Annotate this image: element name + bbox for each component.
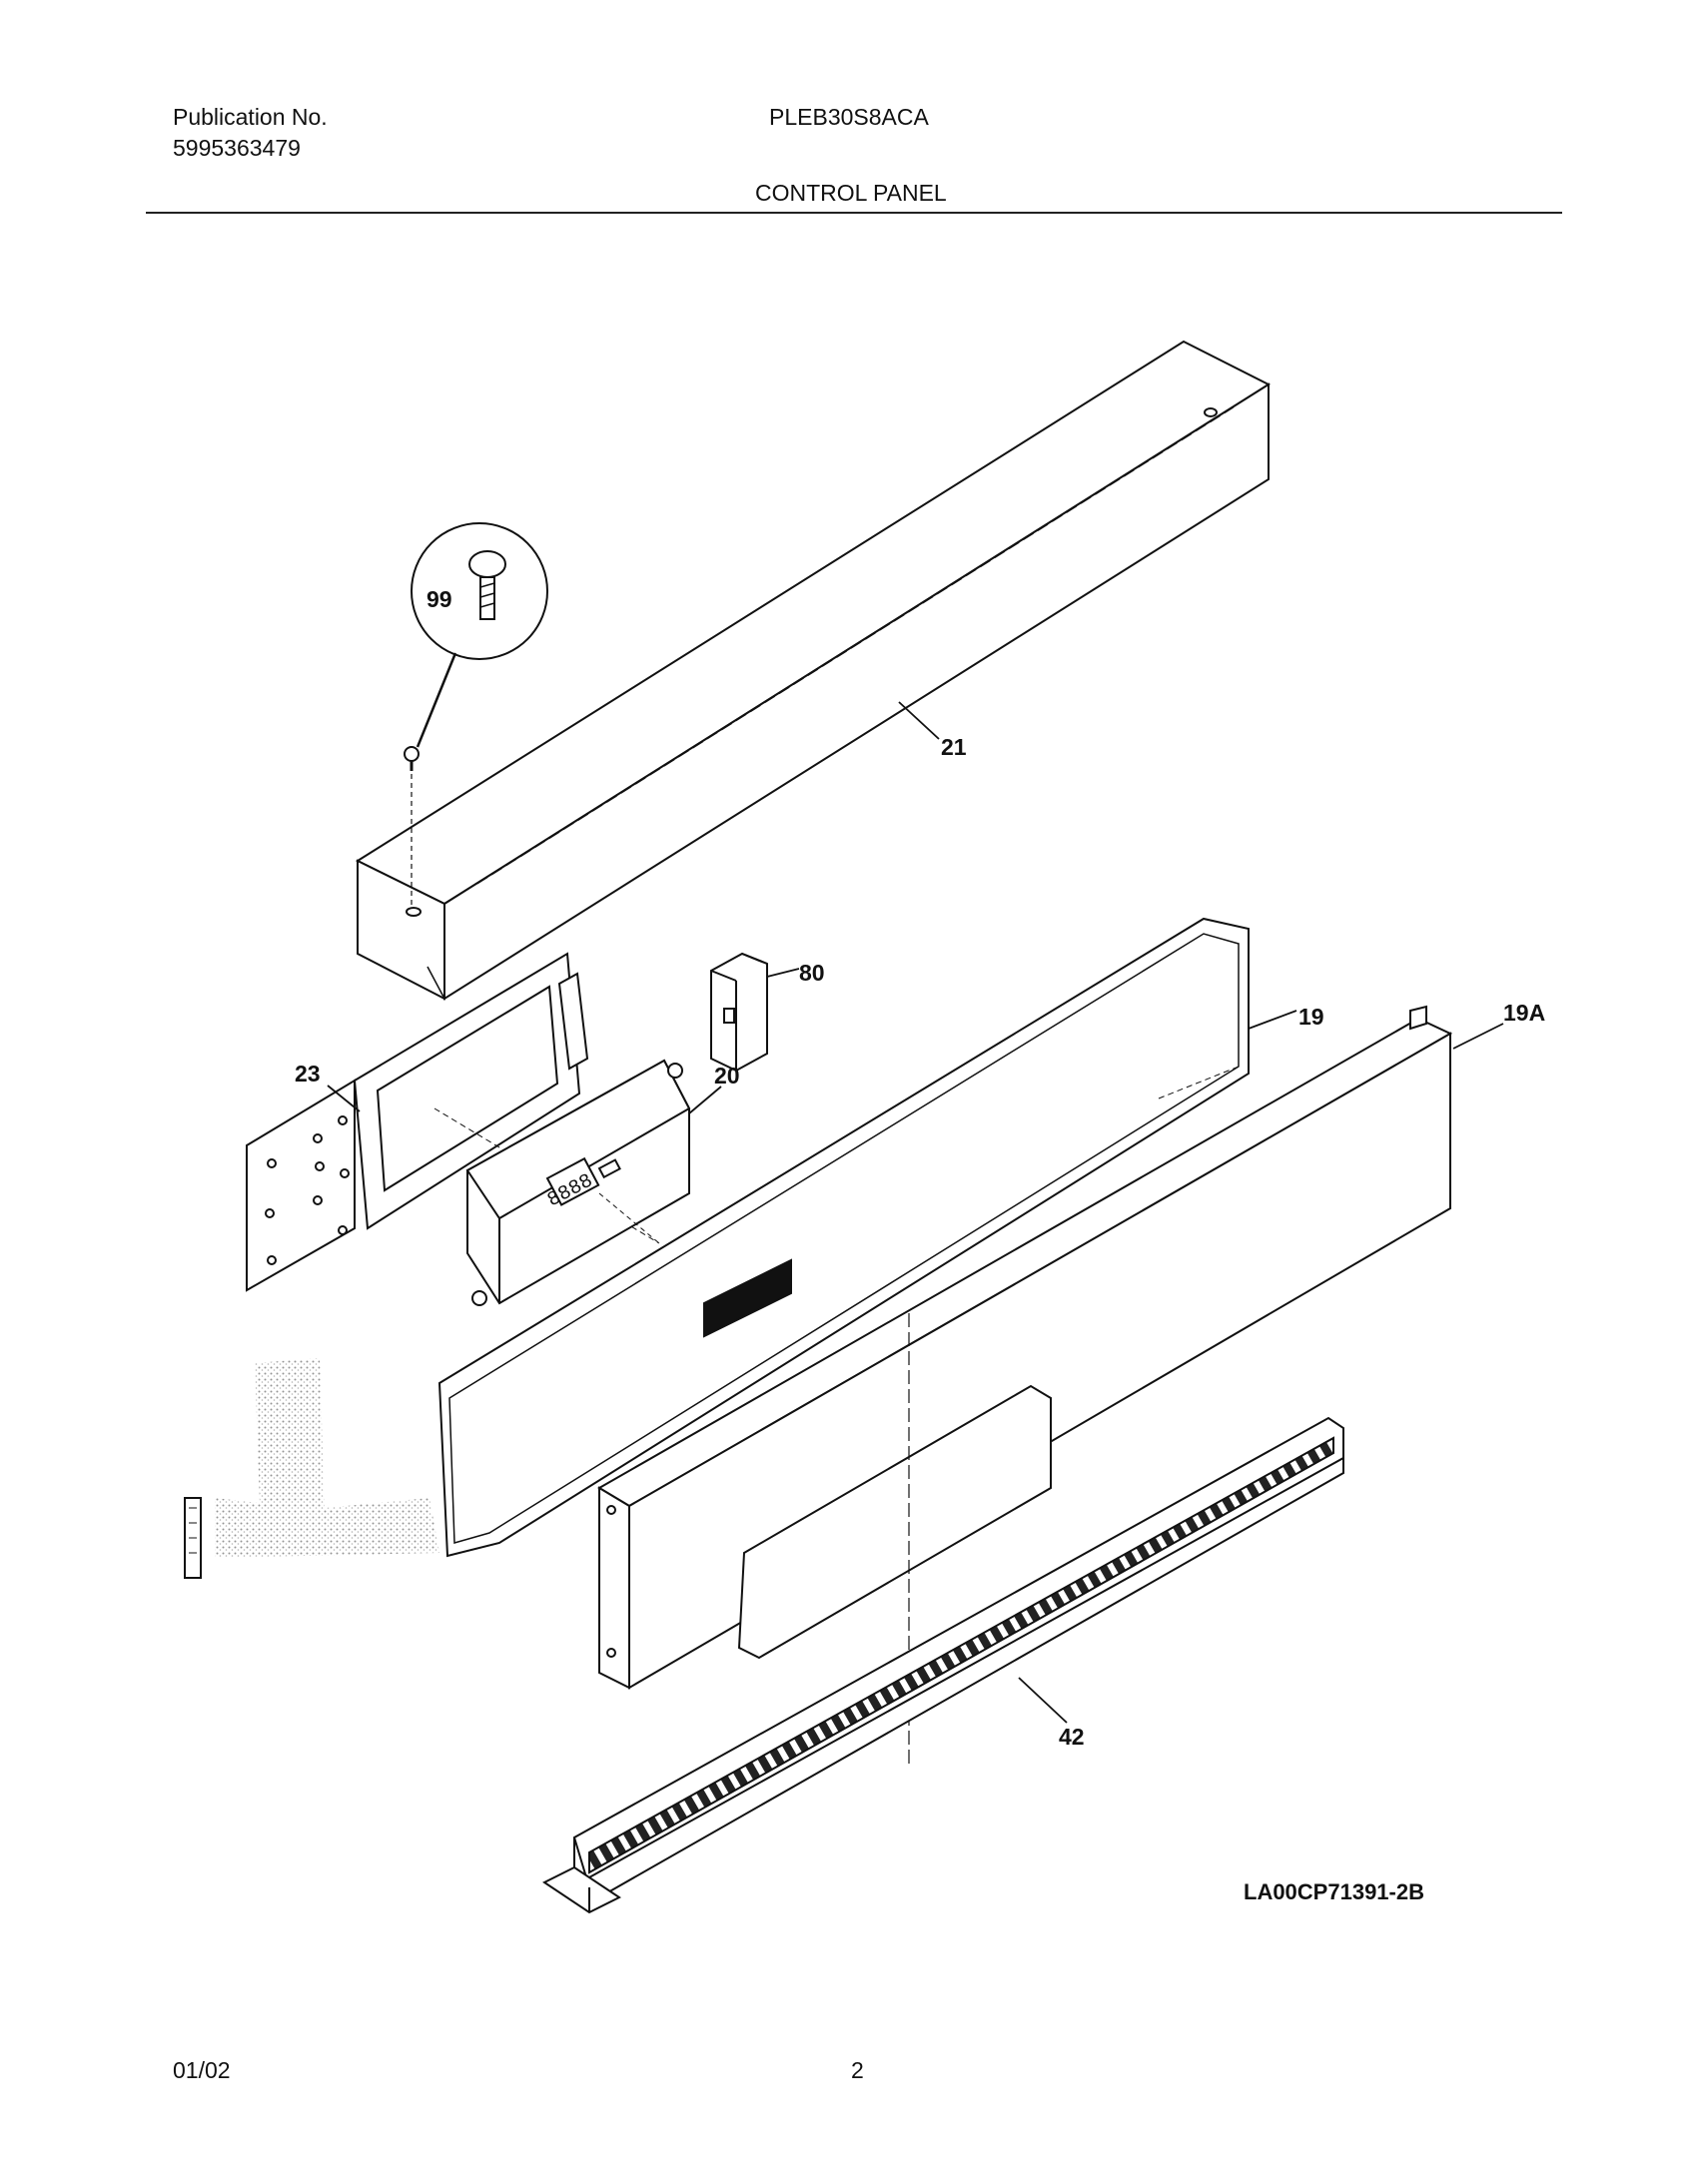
header-divider (146, 212, 1562, 214)
screw-part-99 (404, 522, 548, 771)
callout-19: 19 (1298, 1004, 1324, 1030)
model-number: PLEB30S8ACA (769, 104, 929, 130)
leader-lines (327, 701, 1504, 1724)
callout-99: 99 (427, 586, 452, 612)
callout-19a: 19A (1503, 1000, 1545, 1026)
page-number: 2 (851, 2057, 864, 2083)
callout-42: 42 (1059, 1724, 1085, 1750)
publication-label: Publication No. (173, 104, 328, 130)
frame-panel-part-19 (437, 917, 1250, 1558)
drawing-code: LA00CP71391-2B (1244, 1879, 1424, 1904)
clock-board-part-20: 8888 (465, 1059, 691, 1306)
bracket-part-23 (246, 952, 660, 1292)
backguard-part-21 (355, 340, 1272, 1001)
trim-rail-part-42 (542, 1416, 1344, 1914)
part-80-block (710, 952, 768, 1073)
callout-20: 20 (714, 1063, 740, 1089)
control-panel-part-19a (597, 1005, 1453, 1768)
insulation-gasket (184, 1358, 439, 1579)
section-title: CONTROL PANEL (755, 180, 947, 206)
callout-21: 21 (941, 734, 967, 760)
footer-date: 01/02 (173, 2057, 231, 2083)
publication-number: 5995363479 (173, 135, 301, 161)
callout-80: 80 (799, 960, 825, 986)
callout-23: 23 (295, 1061, 321, 1087)
